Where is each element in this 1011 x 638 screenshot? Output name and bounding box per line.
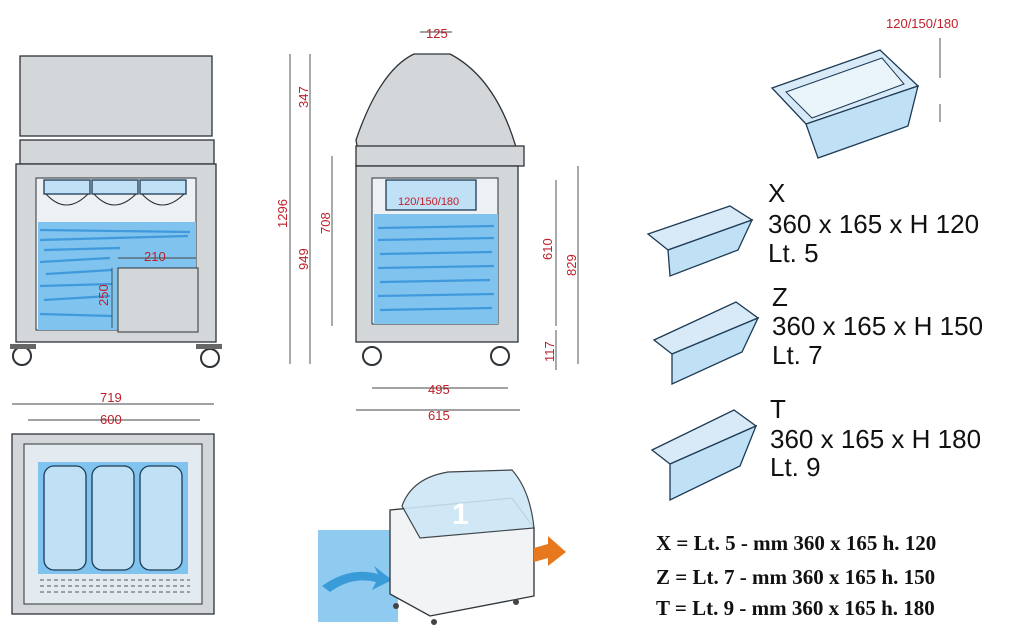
pan-x-body — [667, 218, 754, 277]
front-view: 210 250 — [10, 55, 222, 368]
pan-x-code: X — [768, 178, 785, 208]
side-dim-708: 708 — [318, 212, 333, 234]
side-wheel-right — [490, 346, 510, 366]
pan-x: X 360 x 165 x H 120 Lt. 5 — [646, 178, 979, 277]
legend-line-z: Z = Lt. 7 - mm 360 x 165 h. 150 — [656, 565, 935, 589]
pan-top-inner — [785, 57, 905, 119]
front-caster-right — [196, 344, 222, 349]
pan-t-code: T — [770, 394, 786, 424]
side-dim-347: 347 — [296, 86, 311, 108]
pan-z-code: Z — [772, 282, 788, 312]
top-dim-600: 600 — [100, 412, 122, 427]
pan-t-volume: Lt. 9 — [770, 452, 821, 482]
top-pan-2 — [91, 465, 135, 571]
front-wheel-right — [200, 348, 220, 368]
pan-t: T 360 x 165 x H 180 Lt. 9 — [650, 394, 981, 502]
side-rim — [355, 145, 525, 167]
pan-top-side — [805, 85, 919, 159]
side-dim-610: 610 — [540, 238, 555, 260]
pan-top-dim: 120/150/180 — [886, 16, 958, 31]
legend: X = Lt. 5 - mm 360 x 165 h. 120 Z = Lt. … — [656, 531, 936, 620]
front-compressor — [117, 267, 199, 333]
pan-t-body — [669, 424, 758, 502]
front-rim — [19, 139, 215, 165]
pan-z: Z 360 x 165 x H 150 Lt. 7 — [652, 282, 983, 386]
side-view: 120/150/180 125 1296 347 949 708 610 829… — [275, 26, 579, 423]
pan-top: 120/150/180 — [770, 16, 958, 159]
side-dim-125: 125 — [426, 26, 448, 41]
arrow-out — [534, 536, 566, 566]
legend-line-t: T = Lt. 9 - mm 360 x 165 h. 180 — [656, 596, 935, 620]
side-water — [374, 214, 498, 324]
pan-t-size: 360 x 165 x H 180 — [770, 424, 981, 454]
iso-glass — [401, 469, 535, 539]
front-pan-1 — [43, 179, 91, 195]
front-dim-250: 250 — [96, 284, 111, 306]
pan-x-size: 360 x 165 x H 120 — [768, 209, 979, 239]
top-pan-1 — [43, 465, 87, 571]
iso-caster-2 — [431, 619, 437, 625]
side-canopy — [355, 53, 521, 163]
side-wheel-left — [362, 346, 382, 366]
side-pan — [385, 179, 477, 211]
front-water-hatch — [39, 228, 191, 318]
front-wheel-left — [12, 346, 32, 366]
side-water-hatch — [377, 224, 495, 312]
top-view: 719 600 — [11, 390, 215, 615]
pan-z-volume: Lt. 7 — [772, 340, 823, 370]
iso-caster-3 — [513, 599, 519, 605]
front-pan-bottoms — [45, 193, 185, 206]
pan-z-size: 360 x 165 x H 150 — [772, 311, 983, 341]
side-dim-495: 495 — [428, 382, 450, 397]
top-pan-3 — [139, 465, 183, 571]
top-grille — [40, 579, 190, 593]
side-pan-label: 120/150/180 — [398, 196, 459, 208]
iso-view: 1 — [318, 469, 566, 625]
side-dim-829: 829 — [564, 254, 579, 276]
top-dim-719: 719 — [100, 390, 122, 405]
side-dim-117: 117 — [542, 341, 557, 362]
iso-caster-1 — [393, 603, 399, 609]
arrow-in — [322, 566, 392, 592]
side-dim-949: 949 — [296, 248, 311, 270]
iso-number: 1 — [452, 498, 469, 531]
front-canopy — [19, 55, 213, 137]
front-dim-210: 210 — [144, 249, 166, 264]
front-pan-3 — [139, 179, 187, 195]
front-pan-2 — [91, 179, 139, 195]
side-dim-1296: 1296 — [275, 199, 290, 228]
pan-x-volume: Lt. 5 — [768, 238, 819, 268]
side-dim-615: 615 — [428, 408, 450, 423]
pan-z-body — [671, 316, 760, 386]
front-caster-left — [10, 344, 36, 349]
legend-line-x: X = Lt. 5 - mm 360 x 165 h. 120 — [656, 531, 936, 555]
